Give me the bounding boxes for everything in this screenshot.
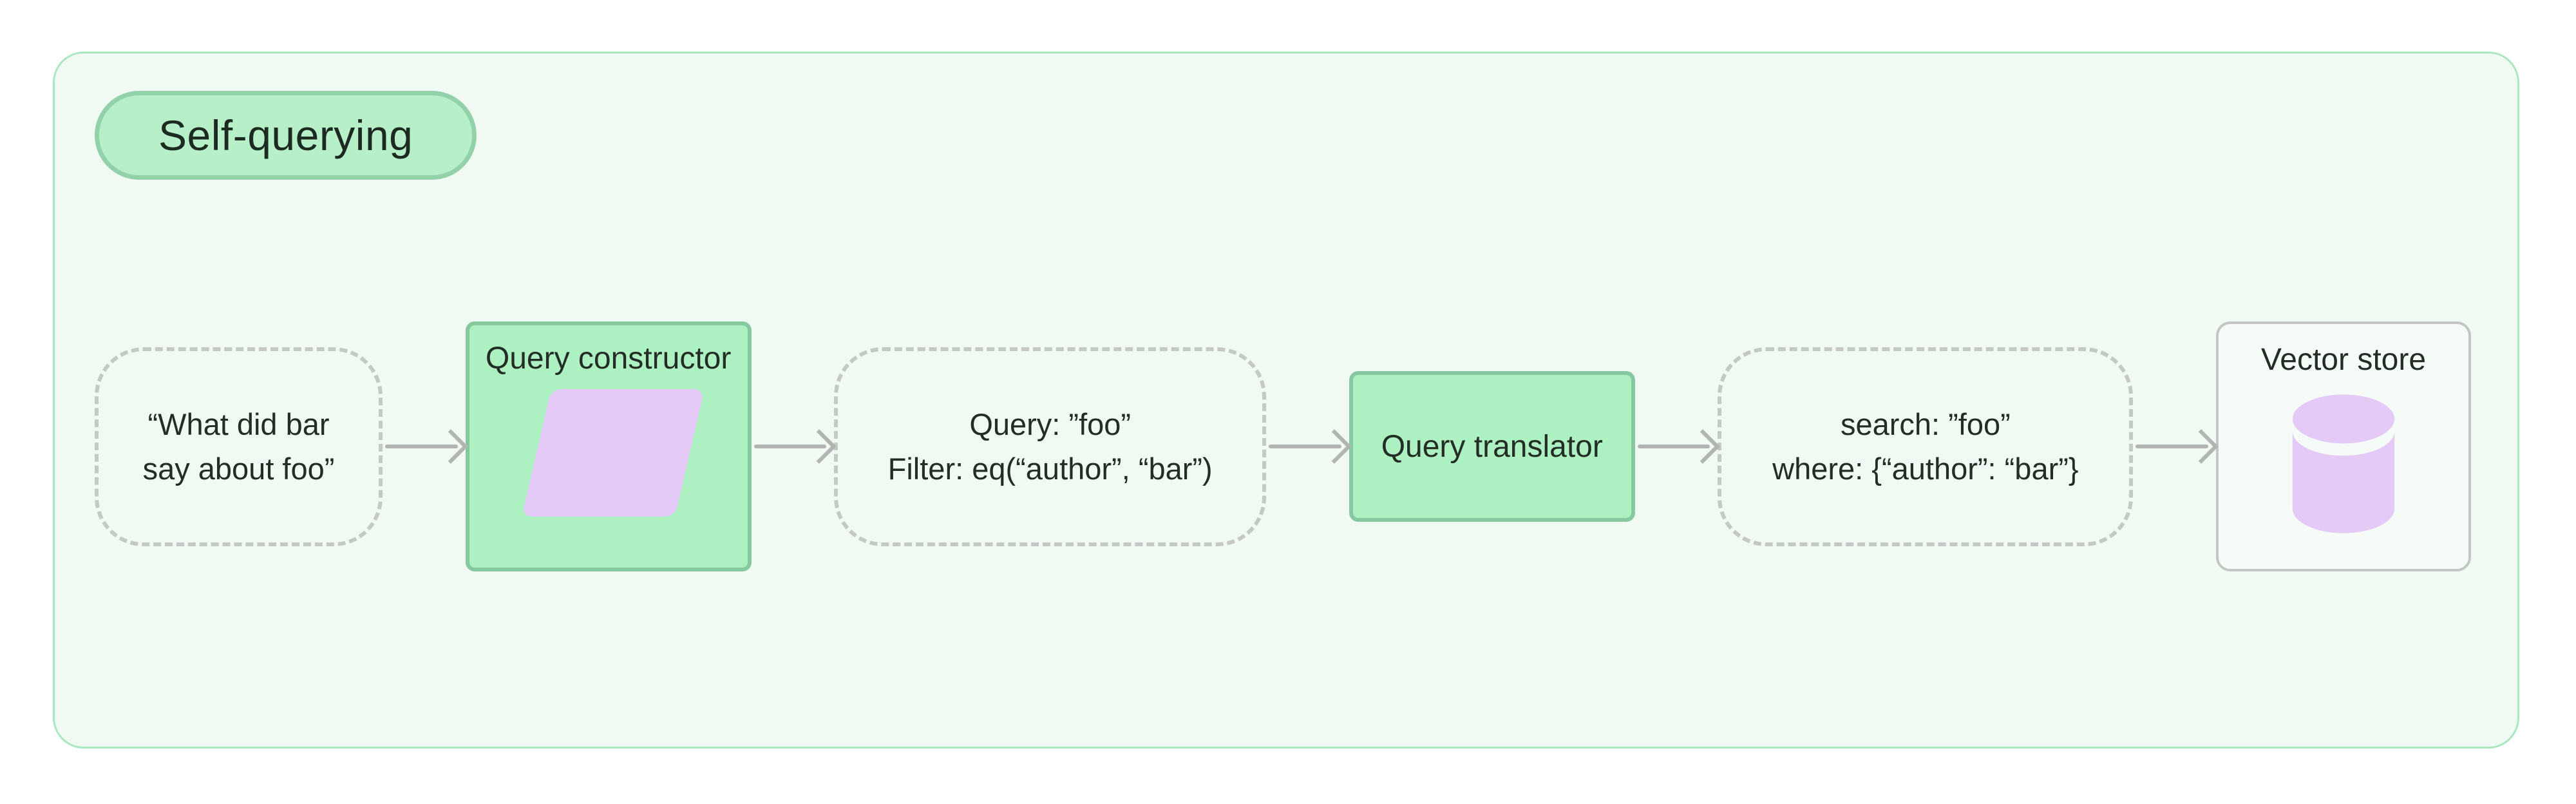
arrow-head-icon	[2184, 429, 2219, 464]
flow-row: “What did bar say about foo” Query const…	[95, 320, 2471, 573]
node-native-query: search: ”foo” where: {“author”: “bar”}	[1718, 347, 2134, 546]
arrow-line	[2136, 445, 2208, 448]
query-translator-label: Query translator	[1381, 429, 1603, 464]
flow-arrow-4	[1635, 429, 1721, 464]
node-structured-query-line-1: Query: ”foo”	[969, 407, 1132, 441]
diagram-panel: Self-querying “What did bar say about fo…	[53, 52, 2519, 749]
flow-arrow-2	[752, 429, 837, 464]
node-query-translator: Query translator	[1349, 371, 1635, 522]
node-user-question-line-1: “What did bar	[147, 407, 330, 441]
node-user-question: “What did bar say about foo”	[95, 347, 383, 546]
diagram-title: Self-querying	[158, 111, 413, 159]
query-constructor-label: Query constructor	[485, 341, 732, 376]
parallelogram-icon	[521, 389, 705, 517]
arrow-head-icon	[1316, 429, 1352, 464]
flow-arrow-5	[2133, 429, 2219, 464]
node-vector-store: Vector store	[2215, 321, 2471, 571]
arrow-line	[1269, 445, 1341, 448]
arrow-head-icon	[433, 429, 468, 464]
vector-store-label: Vector store	[2260, 343, 2427, 377]
flow-arrow-1	[383, 429, 468, 464]
node-structured-query-line-2: Filter: eq(“author”, “bar”)	[887, 452, 1213, 486]
arrow-head-icon	[802, 429, 837, 464]
arrow-line	[753, 445, 827, 448]
node-native-query-line-2: where: {“author”: “bar”}	[1772, 452, 2079, 486]
flow-arrow-3	[1266, 429, 1352, 464]
node-user-question-line-2: say about foo”	[142, 452, 335, 486]
node-structured-query: Query: ”foo” Filter: eq(“author”, “bar”)	[834, 347, 1267, 546]
node-native-query-line-1: search: ”foo”	[1840, 407, 2011, 441]
diagram-title-badge: Self-querying	[95, 91, 477, 180]
arrow-head-icon	[1685, 429, 1721, 464]
arrow-line	[385, 445, 458, 448]
database-cylinder-icon	[2292, 394, 2395, 533]
node-query-constructor: Query constructor	[465, 321, 752, 571]
arrow-line	[1637, 445, 1710, 448]
